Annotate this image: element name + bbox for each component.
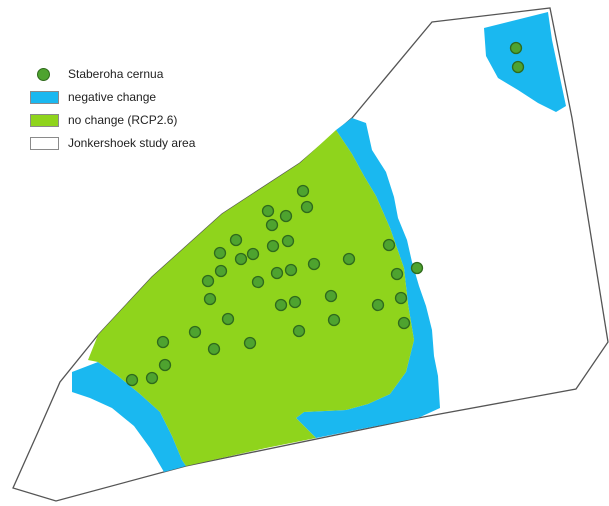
occurrence-point <box>296 184 310 198</box>
occurrence-point <box>266 239 280 253</box>
occurrence-point <box>509 41 523 55</box>
occurrence-point <box>234 252 248 266</box>
occurrence-point <box>342 252 356 266</box>
legend-label-species: Staberoha cernua <box>68 67 164 81</box>
occurrence-point <box>511 60 525 74</box>
occurrence-point <box>243 336 257 350</box>
species-point-swatch <box>37 68 50 81</box>
negative-change-east <box>296 118 440 438</box>
negative-change-southwest <box>72 362 186 472</box>
occurrence-point <box>201 274 215 288</box>
occurrence-point <box>265 218 279 232</box>
occurrence-point <box>390 267 404 281</box>
legend-label-negative-change: negative change <box>68 90 157 104</box>
occurrence-point <box>284 263 298 277</box>
occurrence-point <box>213 246 227 260</box>
occurrence-point <box>307 257 321 271</box>
study-area-swatch <box>30 137 59 150</box>
occurrence-point <box>207 342 221 356</box>
occurrence-point <box>274 298 288 312</box>
occurrence-point <box>300 200 314 214</box>
occurrence-point <box>158 358 172 372</box>
occurrence-point <box>371 298 385 312</box>
occurrence-point <box>221 312 235 326</box>
negative-change-swatch <box>30 91 59 104</box>
occurrence-point <box>251 275 265 289</box>
occurrence-point <box>246 247 260 261</box>
occurrence-point <box>203 292 217 306</box>
occurrence-point <box>145 371 159 385</box>
occurrence-point <box>188 325 202 339</box>
occurrence-point <box>156 335 170 349</box>
occurrence-points <box>125 41 525 387</box>
legend-label-no-change: no change (RCP2.6) <box>68 113 178 127</box>
occurrence-point <box>279 209 293 223</box>
occurrence-point <box>229 233 243 247</box>
legend-label-study-area: Jonkershoek study area <box>68 136 196 150</box>
occurrence-point <box>410 261 424 275</box>
occurrence-point <box>270 266 284 280</box>
occurrence-point <box>214 264 228 278</box>
no-change-area <box>88 130 414 466</box>
occurrence-point <box>324 289 338 303</box>
occurrence-point <box>292 324 306 338</box>
occurrence-point <box>261 204 275 218</box>
occurrence-point <box>382 238 396 252</box>
occurrence-point <box>288 295 302 309</box>
occurrence-point <box>394 291 408 305</box>
negative-change-northeast <box>484 12 566 112</box>
occurrence-point <box>397 316 411 330</box>
no-change-swatch <box>30 114 59 127</box>
occurrence-point <box>281 234 295 248</box>
occurrence-point <box>327 313 341 327</box>
occurrence-point <box>125 373 139 387</box>
